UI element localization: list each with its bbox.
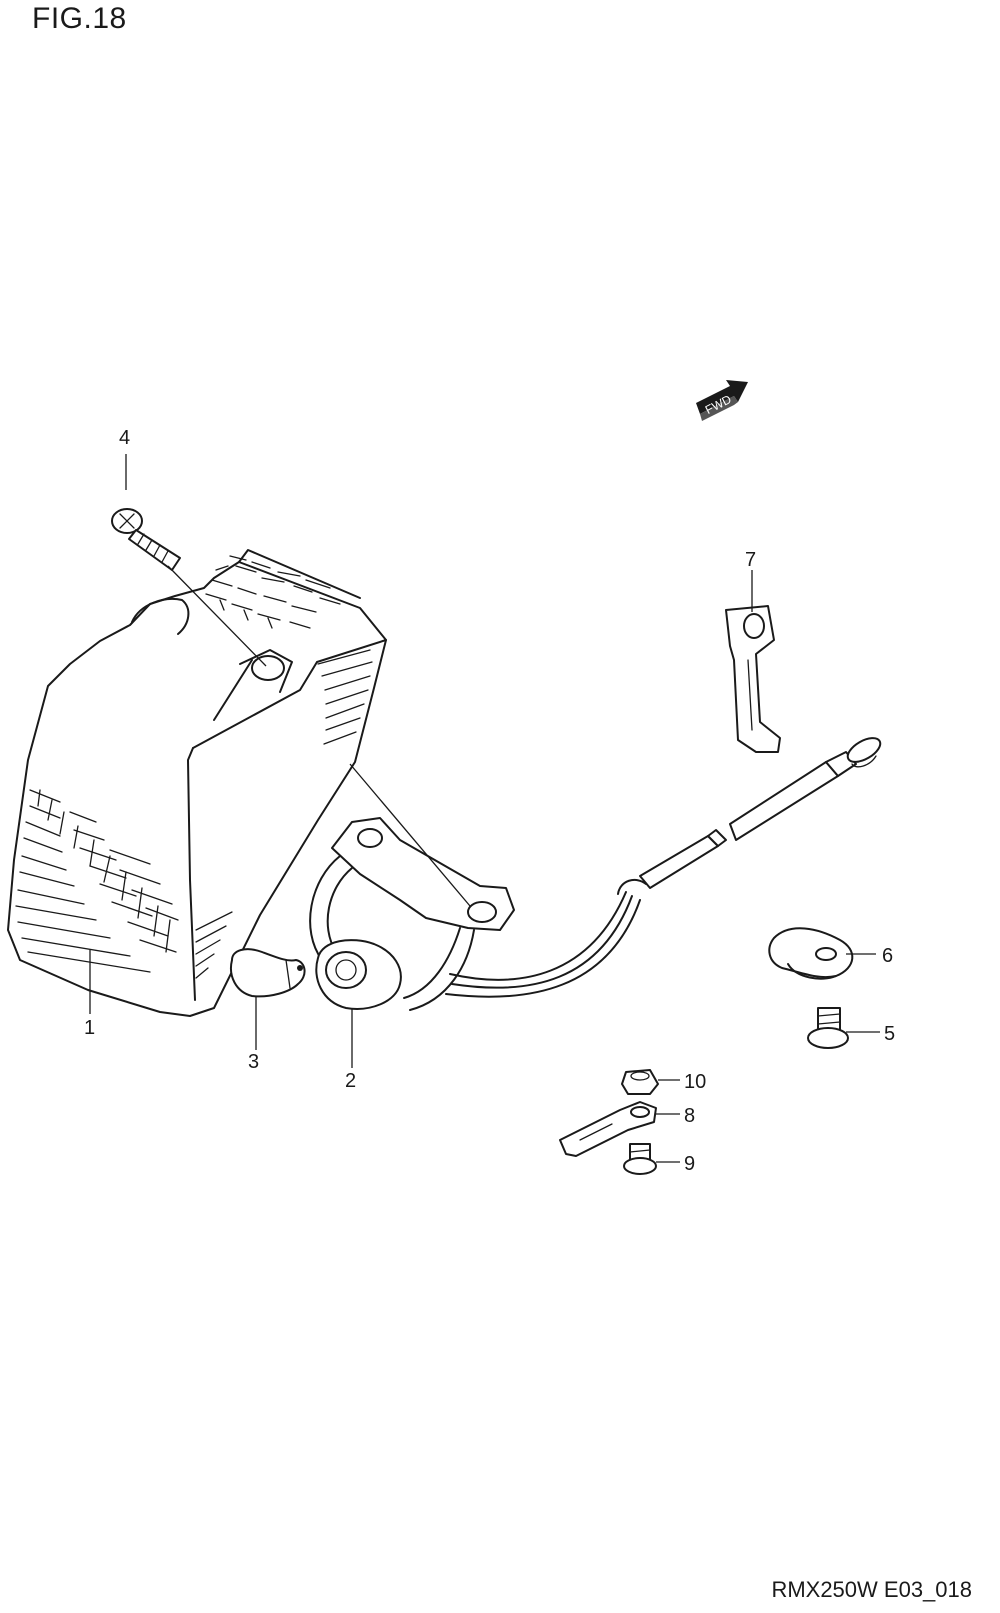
part-8-bracket xyxy=(559,1101,657,1157)
callout-7: 7 xyxy=(745,549,756,571)
part-7-clamp xyxy=(725,605,781,753)
fwd-arrow-icon: FWD xyxy=(696,380,748,421)
part-2-socket-harness xyxy=(309,817,515,1011)
part-6-clamp xyxy=(768,927,854,980)
callout-5: 5 xyxy=(884,1023,895,1045)
part-10-nut xyxy=(621,1069,659,1095)
part-9-screw xyxy=(623,1143,657,1175)
callout-2: 2 xyxy=(345,1070,356,1092)
callout-9: 9 xyxy=(684,1153,695,1175)
drawing-code: RMX250W E03_018 xyxy=(771,1577,972,1602)
callout-1: 1 xyxy=(84,1017,95,1039)
leader-lines xyxy=(89,454,880,1163)
part-3-bulb xyxy=(230,948,306,998)
callout-3: 3 xyxy=(248,1051,259,1073)
part-5-bolt xyxy=(807,1007,849,1049)
wire-harness xyxy=(445,737,882,998)
callout-6: 6 xyxy=(882,945,893,967)
figure-title: FIG.18 xyxy=(32,2,127,35)
part-4-screw xyxy=(111,508,181,571)
callout-10: 10 xyxy=(684,1071,706,1093)
part-1-tail-lamp xyxy=(7,549,387,1017)
callout-8: 8 xyxy=(684,1105,695,1127)
callout-4: 4 xyxy=(119,427,130,449)
